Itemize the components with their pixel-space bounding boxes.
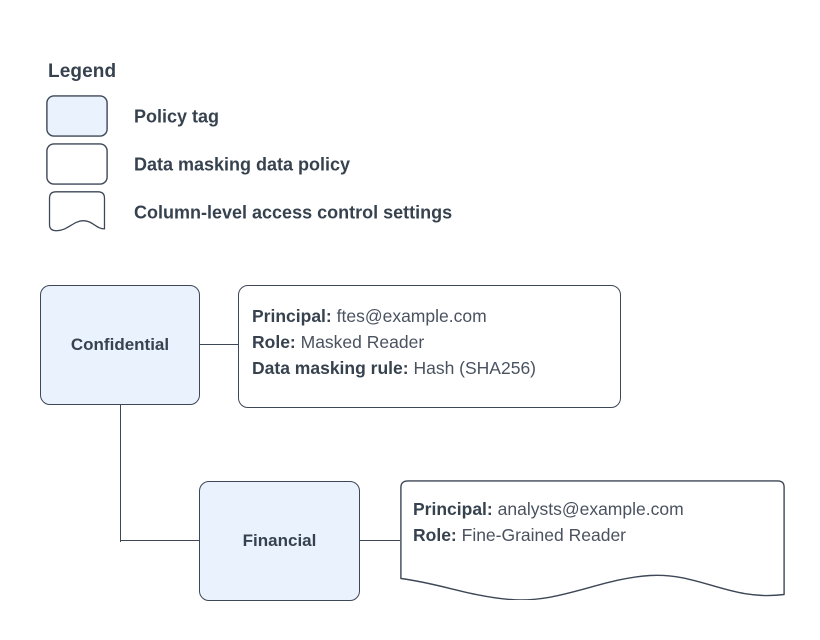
legend-label-column-access: Column-level access control settings: [134, 202, 453, 223]
legend-item-policy-tag: Policy tag: [46, 95, 686, 139]
column-access-swatch: [48, 191, 106, 232]
infobox-line-key: Principal:: [413, 499, 493, 519]
infobox-financial-lines: Principal: analysts@example.com Role: Fi…: [413, 496, 684, 548]
node-financial[interactable]: Financial: [199, 481, 360, 601]
infobox-line-key: Data masking rule:: [252, 358, 409, 378]
node-confidential[interactable]: Confidential: [40, 285, 200, 405]
infobox-line: Role: Masked Reader: [252, 329, 536, 355]
infobox-line: Principal: analysts@example.com: [413, 496, 684, 522]
infobox-line: Role: Fine-Grained Reader: [413, 522, 684, 548]
infobox-line-value: Fine-Grained Reader: [461, 525, 627, 545]
legend-item-data-policy: Data masking data policy: [46, 143, 686, 187]
wavy-document-outline: [400, 480, 785, 600]
data-policy-swatch: [46, 143, 108, 185]
infobox-line-key: Role:: [413, 525, 457, 545]
infobox-line-value: Masked Reader: [300, 332, 425, 352]
legend-label-policy-tag: Policy tag: [134, 106, 220, 127]
infobox-line: Data masking rule: Hash (SHA256): [252, 355, 536, 381]
legend-item-column-access: Column-level access control settings: [46, 191, 686, 235]
infobox-line-key: Principal:: [252, 306, 332, 326]
legend-title: Legend: [48, 61, 117, 82]
policy-tag-swatch: [46, 95, 108, 137]
node-confidential-label: Confidential: [70, 335, 170, 354]
edge-confidential-to-policy: [200, 344, 239, 346]
legend-label-data-policy: Data masking data policy: [134, 154, 351, 175]
edge-confidential-to-financial-horizontal: [120, 540, 200, 542]
infobox-line-value: ftes@example.com: [336, 306, 487, 326]
node-financial-label: Financial: [242, 531, 317, 550]
infobox-line-value: analysts@example.com: [497, 499, 684, 519]
infobox-confidential-lines: Principal: ftes@example.com Role: Masked…: [252, 303, 536, 381]
infobox-confidential-policy[interactable]: Principal: ftes@example.com Role: Masked…: [238, 285, 621, 408]
infobox-line: Principal: ftes@example.com: [252, 303, 536, 329]
infobox-line-value: Hash (SHA256): [413, 358, 537, 378]
infobox-financial-access[interactable]: Principal: analysts@example.com Role: Fi…: [400, 480, 786, 600]
edge-confidential-to-financial-vertical: [120, 404, 122, 542]
edge-financial-to-access: [360, 540, 401, 542]
infobox-line-key: Role:: [252, 332, 296, 352]
